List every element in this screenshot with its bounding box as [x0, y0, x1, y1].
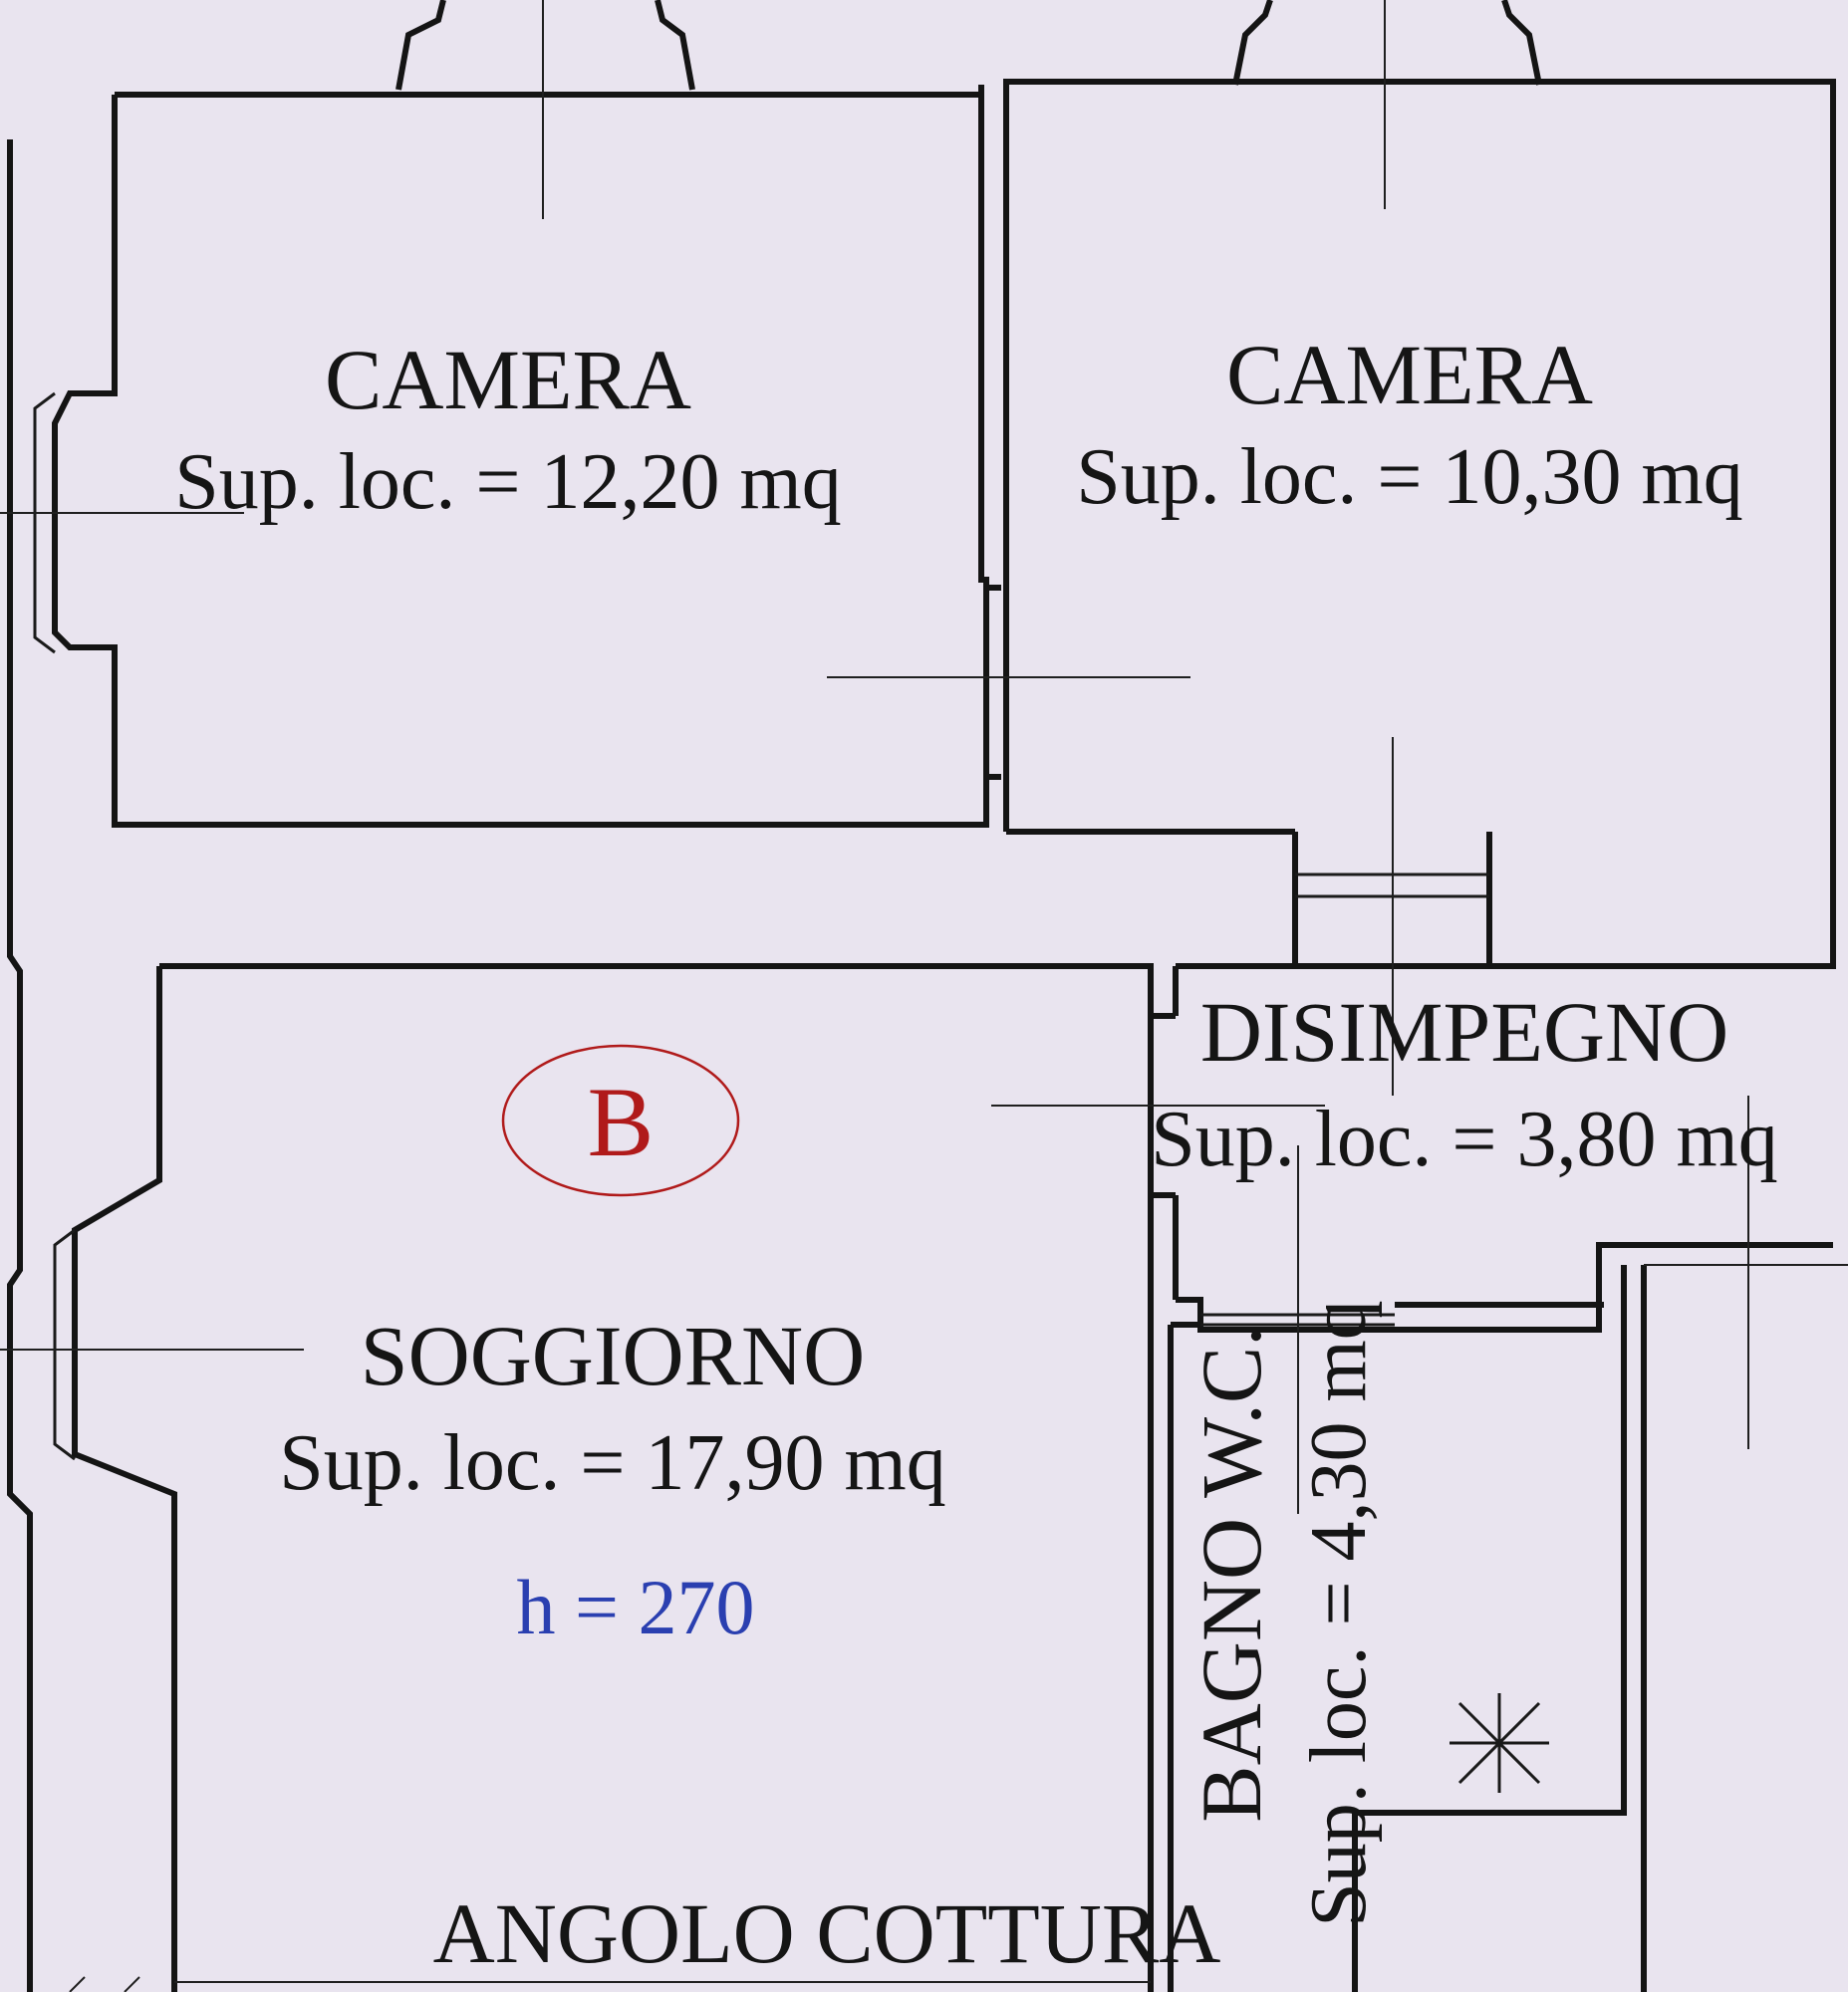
camera-left-name: CAMERA	[325, 332, 691, 427]
camera-right-walls	[1003, 79, 1836, 969]
camera-right-area: Sup. loc. = 10,30 mq	[1076, 433, 1743, 521]
exterior-left-walls	[0, 139, 304, 1992]
soggiorno-name: SOGGIORNO	[361, 1308, 865, 1403]
zone-marker: B	[501, 1044, 740, 1197]
bagno-area: Sup. loc. = 4,30 mq	[1295, 1300, 1383, 1927]
bottom-hatching	[69, 1976, 1151, 1992]
soggiorno-height: h = 270	[517, 1564, 755, 1650]
angolo-cottura-label: ANGOLO COTTURA	[433, 1885, 1221, 1981]
axis-lines	[827, 676, 1848, 1514]
camera-left-area: Sup. loc. = 12,20 mq	[174, 438, 842, 526]
disimpegno-name: DISIMPEGNO	[1200, 984, 1728, 1080]
floor-drain-icon	[1450, 1693, 1549, 1793]
soggiorno-walls	[72, 963, 1179, 1992]
top-window-projections	[396, 0, 1542, 219]
zone-label: B	[588, 1067, 655, 1177]
bagno-walls	[1168, 963, 1833, 1992]
camera-left-walls	[52, 85, 1001, 828]
camera-right-name: CAMERA	[1226, 327, 1593, 422]
soggiorno-area: Sup. loc. = 17,90 mq	[279, 1419, 946, 1507]
disimpegno-area: Sup. loc. = 3,80 mq	[1151, 1096, 1778, 1183]
bagno-name: BAGNO W.C.	[1184, 1325, 1279, 1822]
